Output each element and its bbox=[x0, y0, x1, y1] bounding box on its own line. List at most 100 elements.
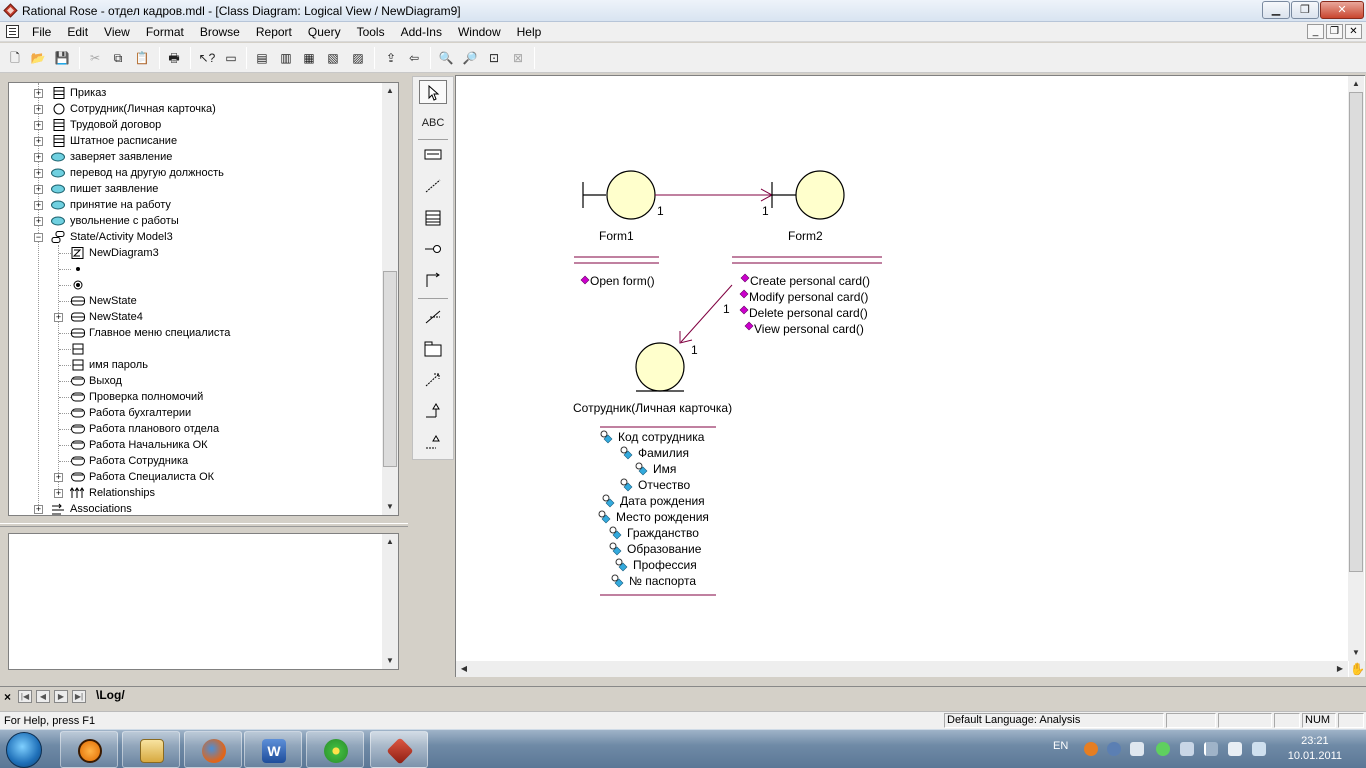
scroll-thumb[interactable] bbox=[1349, 92, 1363, 572]
canvas-horizontal-scrollbar[interactable]: ◀ ▶ bbox=[456, 661, 1348, 677]
print-icon[interactable]: 🖶 bbox=[168, 51, 180, 65]
entity-attribute[interactable]: Фамилия bbox=[638, 446, 689, 460]
expand-icon[interactable]: + bbox=[34, 152, 43, 162]
entity-class-name[interactable]: Сотрудник(Личная карточка) bbox=[573, 401, 733, 415]
open-folder-icon[interactable]: 📂 bbox=[30, 51, 46, 65]
tree-item[interactable] bbox=[9, 341, 381, 357]
entity-attribute[interactable]: Образование bbox=[627, 542, 702, 556]
expand-icon[interactable]: + bbox=[54, 312, 63, 322]
scroll-right-icon[interactable]: ▶ bbox=[1336, 664, 1344, 673]
tray-volume-icon[interactable] bbox=[1130, 742, 1144, 756]
text-tool-button[interactable]: ABC bbox=[421, 117, 445, 129]
entity-attribute[interactable]: Дата рождения bbox=[620, 494, 705, 508]
zoom-out-icon[interactable]: 🔎 bbox=[462, 51, 478, 65]
scroll-up-icon[interactable]: ▲ bbox=[1352, 79, 1360, 88]
start-button-icon[interactable] bbox=[6, 732, 42, 768]
menu-format[interactable]: Format bbox=[145, 25, 184, 39]
prev-tab-icon[interactable]: ◀ bbox=[36, 690, 50, 703]
form2-operation[interactable]: Create personal card() bbox=[750, 274, 871, 288]
documentation-pane[interactable]: ▲ ▼ bbox=[8, 533, 399, 670]
zoom-in-icon[interactable]: 🔍 bbox=[438, 51, 454, 65]
tree-item[interactable]: + Штатное расписание bbox=[9, 133, 381, 149]
browse-class-diagram-icon[interactable]: ▤ bbox=[256, 51, 268, 65]
menu-view[interactable]: View bbox=[104, 25, 130, 39]
tray-device-icon[interactable] bbox=[1228, 742, 1242, 756]
form1-boundary-class[interactable] bbox=[574, 170, 659, 285]
package-tool-icon[interactable] bbox=[419, 337, 447, 361]
doc-vertical-scrollbar[interactable]: ▲ ▼ bbox=[382, 534, 398, 669]
scroll-down-icon[interactable]: ▼ bbox=[386, 502, 394, 511]
tree-item[interactable]: Выход bbox=[9, 373, 381, 389]
form2-operation[interactable]: Delete personal card() bbox=[749, 306, 868, 320]
tree-item[interactable]: Работа планового отдела bbox=[9, 421, 381, 437]
association-form2-entity[interactable] bbox=[679, 284, 733, 344]
scroll-down-icon[interactable]: ▼ bbox=[1352, 648, 1360, 657]
save-icon[interactable]: 💾 bbox=[54, 51, 70, 65]
input-language-indicator[interactable]: EN bbox=[1053, 740, 1069, 752]
anchor-note-tool-icon[interactable] bbox=[419, 174, 447, 198]
expand-icon[interactable]: + bbox=[34, 136, 43, 146]
scroll-up-icon[interactable]: ▲ bbox=[386, 537, 394, 546]
tray-network-icon[interactable] bbox=[1204, 742, 1218, 756]
tree-item[interactable]: + Приказ bbox=[9, 85, 381, 101]
note-tool-icon[interactable] bbox=[419, 143, 447, 167]
association-class-tool-icon[interactable] bbox=[419, 305, 447, 329]
taskbar-app-rational-rose[interactable] bbox=[370, 731, 428, 768]
tray-update-icon[interactable] bbox=[1107, 742, 1121, 756]
tree-item[interactable]: имя пароль bbox=[9, 357, 381, 373]
expand-icon[interactable]: + bbox=[34, 88, 43, 98]
menu-tools[interactable]: Tools bbox=[356, 25, 385, 39]
tray-power-icon[interactable] bbox=[1252, 742, 1266, 756]
document-icon[interactable] bbox=[6, 25, 19, 38]
expand-icon[interactable]: + bbox=[34, 120, 43, 130]
tree-item[interactable] bbox=[9, 261, 381, 277]
tray-icq-icon[interactable] bbox=[1156, 742, 1170, 756]
tree-item[interactable]: + Сотрудник(Личная карточка) bbox=[9, 101, 381, 117]
association-form1-form2[interactable] bbox=[655, 188, 774, 202]
expand-icon[interactable]: + bbox=[34, 104, 43, 114]
tray-bluetooth-icon[interactable] bbox=[1180, 742, 1194, 756]
tray-avast-icon[interactable] bbox=[1084, 742, 1098, 756]
form1-operation[interactable]: Open form() bbox=[590, 274, 655, 288]
dependency-tool-icon[interactable] bbox=[419, 368, 447, 392]
entity-attribute[interactable]: № паспорта bbox=[629, 574, 696, 588]
close-log-icon[interactable]: × bbox=[4, 690, 12, 704]
pan-hand-icon[interactable]: ✋ bbox=[1349, 661, 1365, 677]
browser-vertical-scrollbar[interactable]: ▲ ▼ bbox=[382, 83, 398, 515]
tree-item[interactable]: NewState bbox=[9, 293, 381, 309]
tree-item[interactable]: + NewState4 bbox=[9, 309, 381, 325]
expand-icon[interactable]: + bbox=[34, 216, 43, 226]
entity-attribute[interactable]: Отчество bbox=[638, 478, 691, 492]
entity-class[interactable] bbox=[600, 342, 716, 596]
expand-icon[interactable]: + bbox=[34, 504, 43, 514]
generalization-tool-icon[interactable] bbox=[419, 399, 447, 423]
minimize-button[interactable]: ▁ bbox=[1262, 1, 1290, 19]
menu-help[interactable]: Help bbox=[516, 25, 542, 39]
copy-icon[interactable]: ⧉ bbox=[113, 51, 123, 65]
tree-item[interactable]: + заверяет заявление bbox=[9, 149, 381, 165]
tree-item[interactable]: + Работа Специалиста ОК bbox=[9, 469, 381, 485]
entity-attribute[interactable]: Гражданство bbox=[627, 526, 699, 540]
tree-item[interactable]: − State/Activity Model3 bbox=[9, 229, 381, 245]
canvas-vertical-scrollbar[interactable]: ▲ ▼ bbox=[1348, 76, 1364, 661]
context-help-icon[interactable]: ↖? bbox=[198, 51, 216, 65]
entity-attribute[interactable]: Код сотрудника bbox=[618, 430, 705, 444]
tree-item[interactable]: + Трудовой договор bbox=[9, 117, 381, 133]
tree-item[interactable]: + принятие на работу bbox=[9, 197, 381, 213]
entity-attribute[interactable]: Место рождения bbox=[616, 510, 709, 524]
new-file-icon[interactable]: 🗋 bbox=[10, 51, 20, 65]
tree-item[interactable]: + Associations bbox=[9, 501, 381, 515]
browse-component-diagram-icon[interactable]: ▦ bbox=[303, 51, 315, 65]
mdi-restore-button[interactable]: ❐ bbox=[1326, 24, 1343, 39]
maximize-button[interactable]: ❐ bbox=[1291, 1, 1319, 19]
tree-item[interactable]: + пишет заявление bbox=[9, 181, 381, 197]
menu-report[interactable]: Report bbox=[255, 25, 292, 39]
mdi-minimize-button[interactable]: _ bbox=[1307, 24, 1324, 39]
class-tool-icon[interactable] bbox=[419, 206, 447, 230]
first-tab-icon[interactable]: |◀ bbox=[18, 690, 32, 703]
taskbar-clock[interactable]: 23:21 10.01.2011 bbox=[1288, 734, 1342, 764]
tab-log[interactable]: \Log/ bbox=[96, 688, 125, 702]
menu-query[interactable]: Query bbox=[307, 25, 341, 39]
expand-icon[interactable]: + bbox=[54, 488, 63, 498]
tree-item[interactable]: + Relationships bbox=[9, 485, 381, 501]
